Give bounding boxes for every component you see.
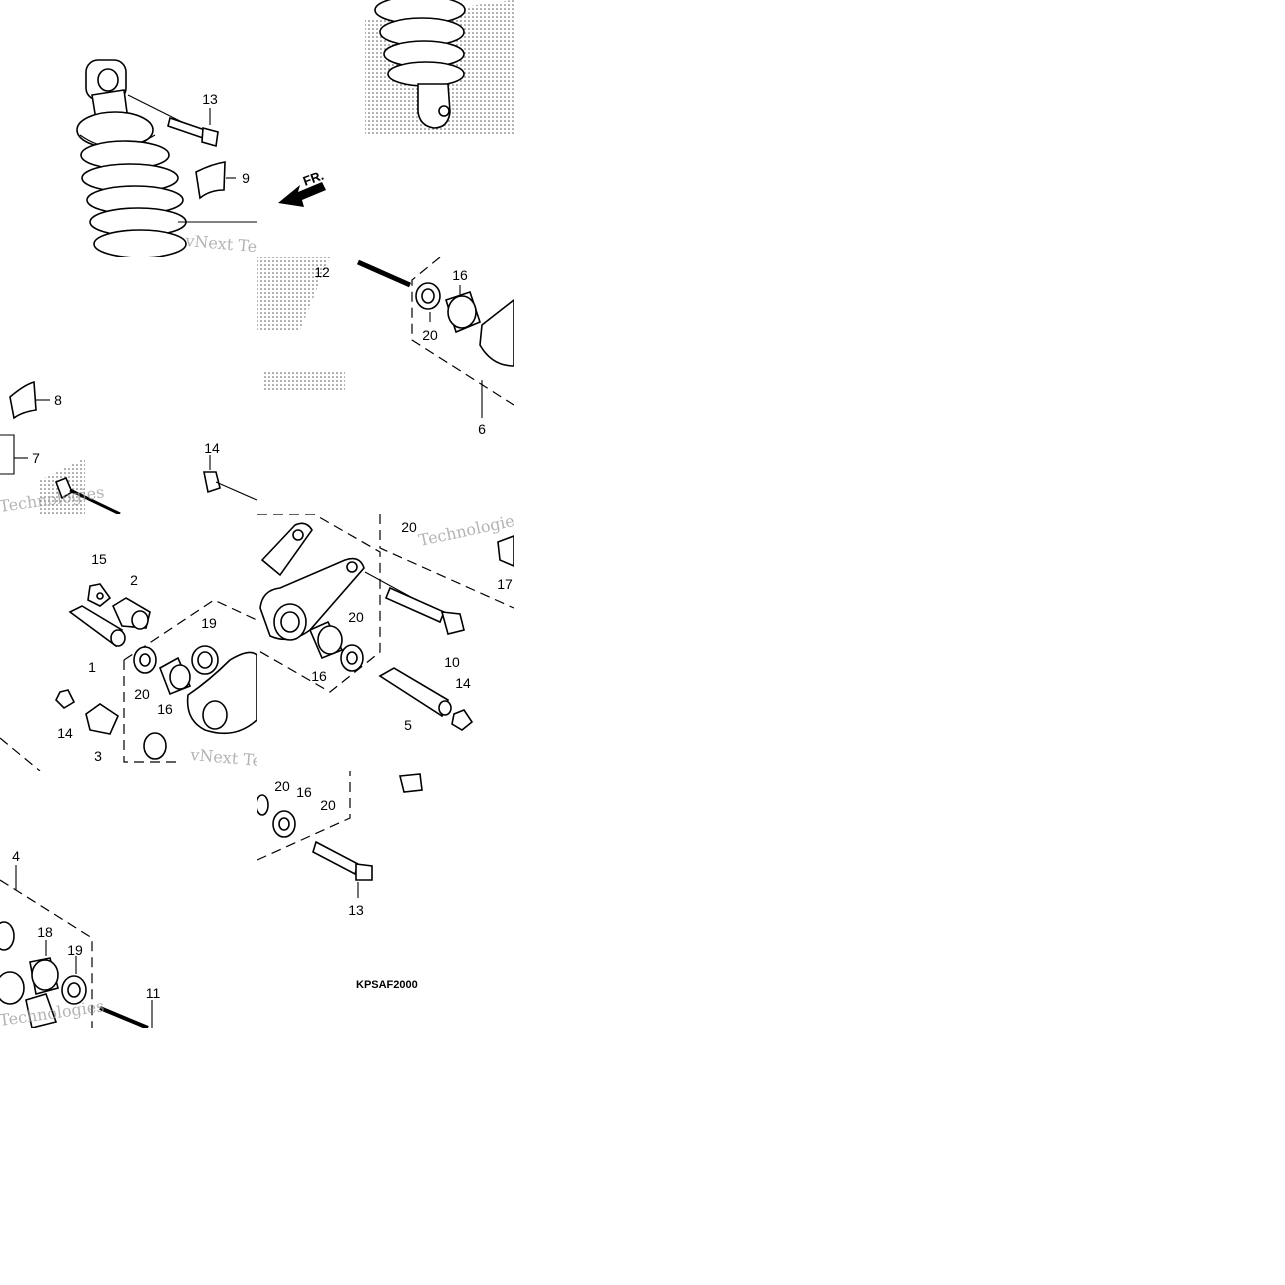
callout-20e: 20 [274,778,290,794]
callout-16b: 16 [157,701,173,717]
callout-16d: 16 [296,784,312,800]
callout-14: 14 [204,440,220,456]
callout-13: 13 [202,91,218,107]
svg-text:vNext Tec: vNext Tec [189,745,272,771]
diagram-code: KPSAF2000 [356,979,418,991]
callout-19: 19 [201,615,217,631]
callout-7: 7 [32,450,40,466]
callout-20b: 20 [401,519,417,535]
callout-20c: 20 [134,686,150,702]
callout-8: 8 [54,392,62,408]
callout-14b: 14 [455,675,471,691]
callout-17: 17 [497,576,513,592]
callout-16: 16 [452,267,468,283]
shock-link-drawing [257,257,514,418]
link-arm-drawing: Technologies [257,514,514,731]
front-arrow-icon [278,182,326,207]
callout-3: 3 [94,748,102,764]
callout-13b: 13 [348,902,364,918]
shock-absorber-drawing: vNext Technologies [76,59,257,257]
callout-14c: 14 [57,725,73,741]
callout-1: 1 [88,659,96,675]
callout-15: 15 [91,551,107,567]
callout-20f: 20 [320,797,336,813]
lower-bolt-drawing [257,771,423,898]
callout-16c: 16 [311,668,327,684]
callout-11: 11 [146,985,161,1001]
shock-lower-drawing [278,0,514,207]
callout-19b: 19 [67,942,83,958]
direction-label: FR. [301,168,326,189]
callout-20: 20 [422,327,438,343]
callout-18: 18 [37,924,53,940]
link-parts-drawing: vNext Tec [0,583,272,771]
callout-20d: 20 [348,609,364,625]
callout-12: 12 [314,264,330,280]
callout-9: 9 [242,170,250,186]
callout-2: 2 [130,572,138,588]
callout-6: 6 [478,421,486,437]
callout-10: 10 [444,654,460,670]
callout-4: 4 [12,848,20,864]
callout-5: 5 [404,717,412,733]
